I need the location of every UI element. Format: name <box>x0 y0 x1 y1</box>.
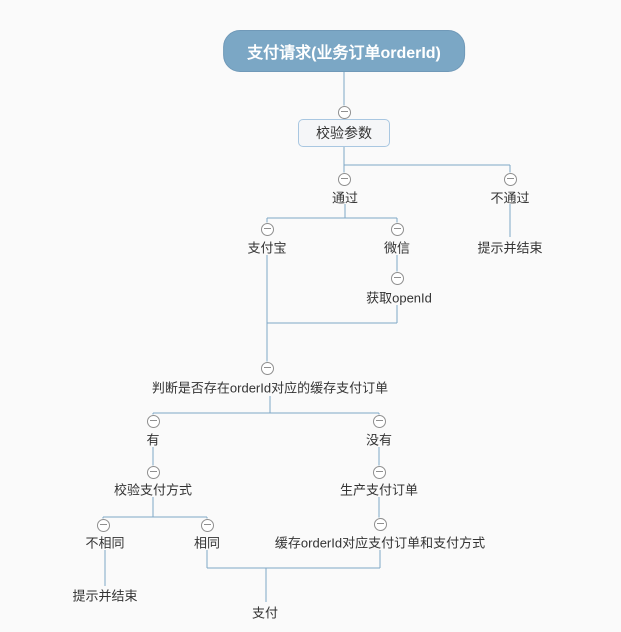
collapse-minus-icon[interactable] <box>390 222 404 236</box>
collapse-minus-icon[interactable] <box>503 172 517 186</box>
node-alipay[interactable]: 支付宝 <box>247 240 287 256</box>
node-same[interactable]: 相同 <box>193 535 221 551</box>
node-pass[interactable]: 通过 <box>331 190 359 206</box>
collapse-minus-icon[interactable] <box>146 414 160 428</box>
collapse-minus-icon[interactable] <box>372 414 386 428</box>
node-not-exists[interactable]: 没有 <box>365 432 393 448</box>
node-cache-order[interactable]: 缓存orderId对应支付订单和支付方式 <box>274 535 486 551</box>
collapse-minus-icon[interactable] <box>260 222 274 236</box>
collapse-minus-icon[interactable] <box>373 517 387 531</box>
node-pay[interactable]: 支付 <box>251 605 279 621</box>
node-exists[interactable]: 有 <box>146 432 160 448</box>
collapse-minus-icon[interactable] <box>200 518 214 532</box>
collapse-minus-icon[interactable] <box>96 518 110 532</box>
collapse-minus-icon[interactable] <box>337 172 351 186</box>
collapse-minus-icon[interactable] <box>372 465 386 479</box>
node-fail-end[interactable]: 提示并结束 <box>477 240 543 256</box>
collapse-minus-icon[interactable] <box>260 361 274 375</box>
collapse-minus-icon[interactable] <box>337 105 351 119</box>
node-different[interactable]: 不相同 <box>85 535 125 551</box>
node-get-openid[interactable]: 获取openId <box>366 290 432 306</box>
node-check-cached-order[interactable]: 判断是否存在orderId对应的缓存支付订单 <box>151 380 389 396</box>
node-wechat[interactable]: 微信 <box>383 240 411 256</box>
collapse-minus-icon[interactable] <box>146 465 160 479</box>
node-verify-pay-method[interactable]: 校验支付方式 <box>113 482 193 498</box>
node-payment-request[interactable]: 支付请求(业务订单orderId) <box>223 30 465 72</box>
node-validate-params[interactable]: 校验参数 <box>298 119 390 147</box>
collapse-minus-icon[interactable] <box>390 271 404 285</box>
node-create-pay-order[interactable]: 生产支付订单 <box>339 482 419 498</box>
node-fail[interactable]: 不通过 <box>490 190 530 206</box>
node-different-end[interactable]: 提示并结束 <box>72 588 138 604</box>
